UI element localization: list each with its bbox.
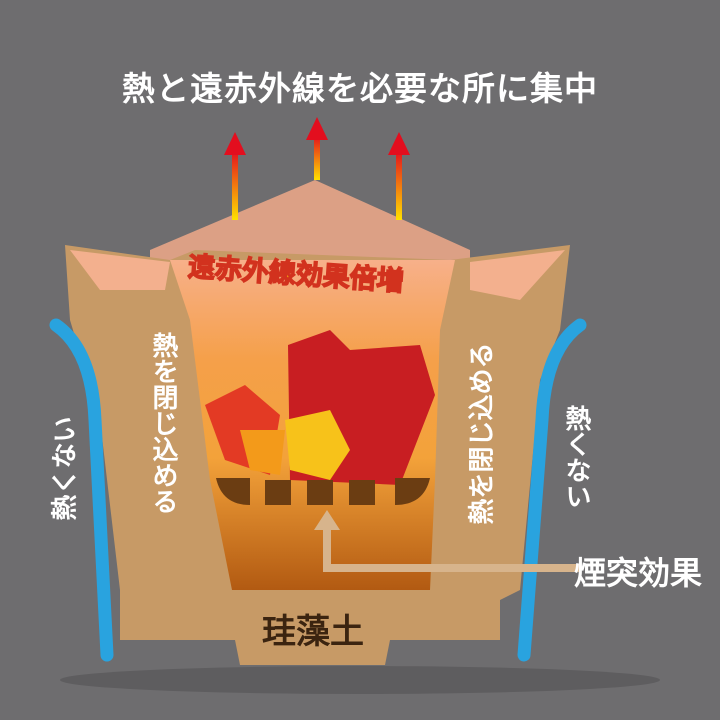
insulation-left <box>49 318 114 662</box>
left-inner-label: 熱を閉じ込める <box>148 332 178 514</box>
material-label: 珪藻土 <box>262 612 364 652</box>
chimney-arrow-head <box>314 510 340 530</box>
chimney-arrow-line <box>323 520 580 572</box>
chimney-label: 煙突効果 <box>574 554 703 592</box>
insulation-right <box>517 318 587 662</box>
rim-right <box>470 250 565 300</box>
headline: 熱と遠赤外線を必要な所に集中 <box>122 69 598 108</box>
right-outer-label: 熱くない <box>561 405 591 509</box>
right-inner-label: 熱を閉じ込める <box>467 342 498 525</box>
rim-left <box>70 250 170 290</box>
up-arrows <box>224 117 410 220</box>
charcoal <box>205 330 435 485</box>
left-outer-label: 熱くない <box>50 416 81 521</box>
grate <box>216 478 430 505</box>
shadow <box>60 666 660 694</box>
